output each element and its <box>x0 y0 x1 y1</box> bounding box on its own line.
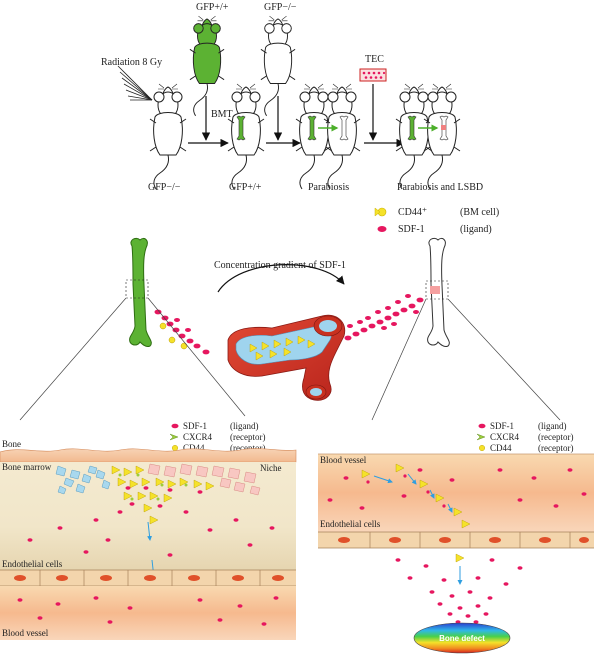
legend-sdf1-name: SDF-1 <box>398 224 425 235</box>
gradient-label: Concentration gradient of SDF-1 <box>214 260 346 271</box>
right-zoom-line-a <box>371 298 427 421</box>
chimera-label: GFP+/+ <box>229 182 262 193</box>
right-vessel-label: Blood vessel <box>320 455 367 465</box>
right-endothelial-cells <box>318 531 594 549</box>
tec-scaffold-icon <box>359 68 387 82</box>
right-sdf1-dots <box>344 294 424 341</box>
left-legend: SDF-1 (ligand) CXCR4 (receptor) CD44 (re… <box>169 421 265 453</box>
radiation-icon <box>117 65 153 101</box>
naive-label: GFP−/− <box>264 2 297 13</box>
recipient-label: GFP−/− <box>148 182 181 193</box>
legend-cd44-name: CD44⁺ <box>398 207 427 218</box>
marrow-label: Bone marrow <box>2 462 52 472</box>
left-legend-cd44-name: CD44 <box>183 443 205 453</box>
bone-defect-icon <box>413 622 511 654</box>
right-legend-cd44-name: CD44 <box>490 443 512 453</box>
legend-sdf1-desc: (ligand) <box>460 224 492 235</box>
right-legend-cd44-desc: (receptor) <box>538 443 573 453</box>
left-endothelial-cells <box>0 569 296 587</box>
left-vessel <box>0 586 296 640</box>
defect-sdf1-dots <box>395 558 523 624</box>
right-endothelial-label: Endothelial cells <box>320 519 381 529</box>
right-legend: SDF-1 (ligand) CXCR4 (receptor) CD44 (re… <box>476 421 573 453</box>
bmt-label: BMT <box>211 109 233 120</box>
left-legend-cd44-desc: (receptor) <box>230 443 265 453</box>
donor-mouse <box>189 15 225 117</box>
chimera-mouse <box>227 83 265 190</box>
left-cd44-cells <box>159 322 188 350</box>
final-label: Parabiosis and LSBD <box>397 182 483 193</box>
green-femur <box>129 237 152 347</box>
recipient-mouse <box>149 83 187 190</box>
legend-cd44-desc: (BM cell) <box>460 207 499 218</box>
parabiosis-label: Parabiosis <box>308 182 349 193</box>
middle-panel: CD44⁺ (BM cell) SDF-1 (ligand) <box>19 207 561 421</box>
right-migrating-cells <box>361 463 471 529</box>
right-legend-sdf1-name: SDF-1 <box>490 421 514 431</box>
left-legend-cxcr4-desc: (receptor) <box>230 432 265 442</box>
left-legend-sdf1-desc: (ligand) <box>230 421 259 431</box>
right-legend-cxcr4-desc: (receptor) <box>538 432 573 442</box>
vessel-illustration <box>227 314 346 401</box>
left-sdf1-dots <box>154 309 210 355</box>
left-zoom-line-a <box>19 297 127 421</box>
right-panel: SDF-1 (ligand) CXCR4 (receptor) CD44 (re… <box>318 421 594 654</box>
bone-layer <box>0 448 297 463</box>
right-vessel-sdf1 <box>327 468 587 510</box>
left-legend-cxcr4-name: CXCR4 <box>183 432 213 442</box>
right-zoom-line-b <box>447 298 561 421</box>
defect-spot <box>430 286 440 294</box>
parabiosis-pair <box>295 83 361 190</box>
left-legend-sdf1-name: SDF-1 <box>183 421 207 431</box>
left-panel: SDF-1 (ligand) CXCR4 (receptor) CD44 (re… <box>0 421 297 640</box>
gradient-arrow <box>217 263 345 293</box>
bone-label: Bone <box>2 439 21 449</box>
radiation-label: Radiation 8 Gy <box>101 57 162 68</box>
donor-label: GFP+/+ <box>196 2 229 13</box>
tec-label: TEC <box>365 54 384 65</box>
left-endothelial-label: Endothelial cells <box>2 559 63 569</box>
right-legend-cxcr4-name: CXCR4 <box>490 432 520 442</box>
middle-legend: CD44⁺ (BM cell) SDF-1 (ligand) <box>374 207 499 235</box>
defect-label: Bone defect <box>439 634 485 643</box>
right-exit-cell <box>455 553 465 585</box>
right-vessel <box>318 454 594 532</box>
top-panel: Radiation 8 Gy GFP−/− GFP+/+ GFP−/− BMT <box>101 2 483 193</box>
left-vessel-label: Blood vessel <box>2 628 49 638</box>
right-legend-sdf1-desc: (ligand) <box>538 421 567 431</box>
left-zoom-line-b <box>147 297 246 417</box>
niche-label: Niche <box>260 463 282 473</box>
left-vessel-sdf1 <box>17 596 279 626</box>
final-parabiosis-pair <box>395 83 461 190</box>
left-tissue-sdf1 <box>27 486 275 557</box>
